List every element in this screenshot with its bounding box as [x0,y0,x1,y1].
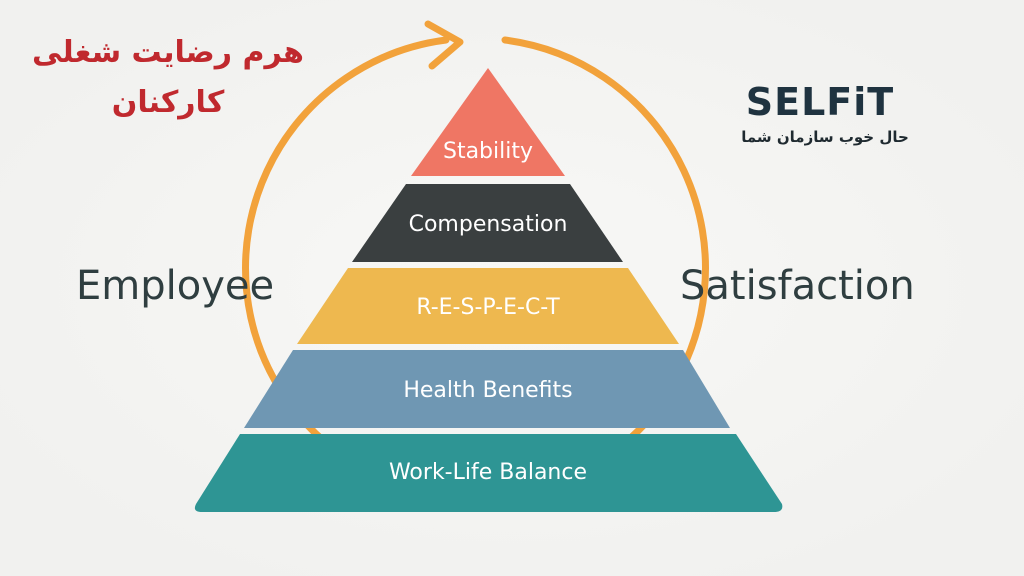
tier-respect [297,268,679,344]
logo-wordmark: SELFiT [745,80,895,124]
label-satisfaction: Satisfaction [680,263,915,309]
logo-tagline: حال خوب سازمان شما [741,128,909,146]
title-line-2: کارکنان [111,85,225,120]
tier-health-benefits [244,350,730,428]
label-employee: Employee [76,263,275,309]
arrow-head-icon [424,20,464,70]
tier-label-stability: Stability [443,139,533,164]
tier-work-life-balance [194,434,783,512]
tier-label-respect: R-E-S-P-E-C-T [416,295,560,320]
tier-stability [411,68,565,176]
tier-label-health-benefits: Health Benefits [403,378,572,403]
pyramid: Stability Compensation R-E-S-P-E-C-T Hea… [194,68,783,512]
title-line-1: هرم رضایت شغلی [32,35,304,70]
tier-label-work-life-balance: Work-Life Balance [389,460,587,485]
tier-label-compensation: Compensation [409,212,568,237]
tier-compensation [352,184,623,262]
brand-logo: SELFiT حال خوب سازمان شما [720,80,920,146]
page-title: هرم رضایت شغلی کارکنان [18,28,318,128]
